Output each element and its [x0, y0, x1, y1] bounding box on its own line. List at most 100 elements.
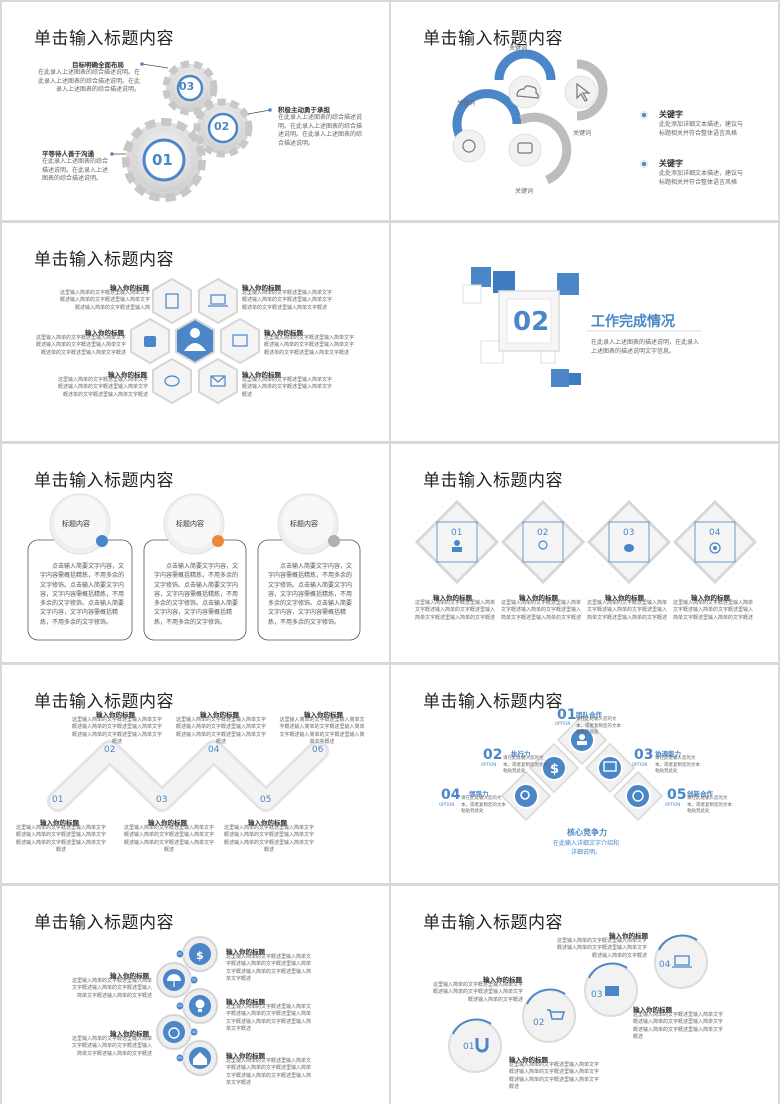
card-title: 标题内容 [176, 520, 204, 528]
card-text: 点击输入简要文字内容，文字内容需概括精炼，不用多余的文字修饰。点击输入简要文字内… [154, 563, 239, 626]
item-desc: 这里输入简单的文字概述里输入简单文字概述输入简单的文字概述里输入简单文字概述输入… [226, 1004, 312, 1032]
slide-title: 单击输入标题内容 [423, 471, 563, 491]
item-heading: 输入你的标题 [248, 819, 287, 827]
gear-number-01: 01 [152, 151, 173, 169]
item-desc: 这里输入简单的文字概述里输入简单文字概述输入简单的文字概述里输入简单文字概述单的… [264, 335, 355, 356]
slide-hexagons[interactable]: 单击输入标题内容 输入你的标题 这里输入简单的文字概述里输入简单文字概述输入简单… [2, 223, 389, 441]
gear-small-icon [162, 60, 218, 116]
step-number: 04 [191, 1029, 196, 1034]
zigzag-number: 02 [104, 745, 116, 755]
item-heading: 输入你的标题 [110, 972, 149, 980]
option-label: OPTION [555, 721, 571, 726]
item-heading: 输入你的标题 [242, 371, 281, 379]
gear-number-03: 03 [179, 80, 195, 93]
item-heading: 输入你的标题 [40, 819, 79, 827]
item-heading: 输入你的标题 [110, 1030, 149, 1038]
card-title: 标题内容 [62, 520, 90, 528]
chat-icon [517, 142, 533, 154]
home-icon [193, 1052, 207, 1065]
step-number: 02 [533, 1018, 545, 1028]
team-icon [577, 734, 587, 745]
point-desc: 此处添加详细文本描述，建议与标题相关并符合整体语言风格 [659, 170, 744, 186]
cursor-icon [576, 82, 591, 102]
android-icon [144, 336, 156, 347]
item-heading: 输入你的标题 [226, 998, 265, 1006]
slide-keyword-rings[interactable]: 单击输入标题内容 关键词 关键词 关键词 关键词 关键字 此处添加详细文本描述，… [391, 2, 778, 220]
option-label: OPTION [481, 762, 497, 767]
slide-zigzag[interactable]: 单击输入标题内容 01 02 03 04 05 06 输入你的标题 这里输入简单… [2, 665, 389, 883]
item-heading: 输入你的标题 [200, 711, 239, 719]
diamond-number: 03 [623, 528, 635, 538]
slide-title: 单击输入标题内容 [423, 29, 563, 49]
option-heading: 团队合作 [576, 711, 602, 719]
cards-graphic [27, 493, 361, 641]
slide-diamonds[interactable]: 单击输入标题内容 01 02 03 04 输入你的标题 这里输入简单的文字概述里… [391, 444, 778, 662]
step-number: 04 [659, 960, 671, 970]
card-text: 点击输入简要文字内容，文字内容需概括精炼，不用多余的文字修饰。点击输入简要文字内… [268, 563, 353, 626]
lightbulb-icon [538, 540, 548, 550]
person-icon [452, 540, 462, 552]
item-desc: 这里输入简单的文字概述里输入简单文字概述输入简单的文字概述里输入简单文字概述输入… [72, 717, 163, 745]
book-icon [232, 334, 248, 347]
option-number: 02 [483, 747, 503, 763]
option-heading: 执行力 [511, 750, 531, 758]
zigzag-graphic [47, 740, 329, 812]
option-desc: 请在此处输入您的文本，或者复制您的文本粘贴到此处 [503, 756, 548, 775]
ascending-circles-graphic [448, 934, 708, 1073]
target-icon [709, 542, 721, 554]
option-heading: 创新合作 [687, 790, 713, 798]
item-desc: 这里输入简单的文字概述里输入简单文字概述输入简单的文字概述里输入简单文字概述输入… [71, 978, 152, 999]
option-label: OPTION [439, 802, 455, 807]
laptop-icon [672, 955, 692, 968]
slide-gears[interactable]: 单击输入标题内容 03 02 01 目标明确全面布局 在此录入上述图表的综合描述… [2, 2, 389, 220]
section-graphic [462, 267, 701, 387]
money-bag-icon: $ [196, 949, 204, 962]
chat-bubble-icon [164, 375, 180, 387]
briefcase-icon [605, 986, 619, 996]
gear-large-icon [122, 118, 206, 202]
item-desc: 这里输入简单的文字概述里输入简单文字概述输入简单的文字概述里输入简单文字概述单的… [242, 290, 333, 311]
slide-ascending-circles[interactable]: 单击输入标题内容 01 02 03 04 输入你的标题 这里输入简单的文字概述里… [391, 886, 778, 1104]
item-desc: 这里输入简单的文字概述里输入简单文字概述输入简单的文字概述里输入简单文字概述输入… [124, 825, 215, 853]
card-title: 标题内容 [290, 520, 318, 528]
item-heading: 输入你的标题 [226, 1052, 265, 1060]
section-number: 02 [513, 307, 550, 337]
slide-section-02[interactable]: 02 工作完成情况 在此录入上述图表的描述说明，在此录入上述图表的描述说明文字信… [391, 223, 778, 441]
item-desc: 这里输入简单的文字概述里输入简单文字概述输入简单的文字概述里输入简单文字概述输入… [633, 1012, 724, 1040]
cloud-icon [516, 85, 539, 99]
item-desc: 这里输入简单的文字概述里输入简单文字概述输入简单的文字概述里输入简单文字概述里输… [587, 600, 668, 621]
item-heading: 输入你的标题 [519, 594, 558, 602]
point-heading: 关键字 [659, 110, 683, 119]
item-desc: 这里输入简单的文字概述里输入简单文字概述输入简单的文字概述里输入简单文字概述输入… [59, 290, 150, 311]
item-desc: 这里输入简单的文字概述里输入简单文字概述输入简单的文字概述里输入简单文字概述里输… [501, 600, 582, 621]
gears-graphic [110, 60, 272, 202]
item-desc: 在此录入上述图表的综合描述说明。在此录入上述图表的综合描述说明。在此录入上述图表… [38, 69, 141, 94]
item-desc: 这里输入简单的文字概述里输入简单文字概述输入简单的文字概述里输入简单文字概述输入… [509, 1062, 600, 1090]
option-number: 03 [634, 747, 654, 763]
option-number: 05 [667, 787, 687, 803]
mail-icon [210, 375, 226, 387]
item-heading: 输入你的标题 [433, 594, 472, 602]
slide-core-competence[interactable]: 单击输入标题内容 $ 01 OPTION 团队合作 请在此处输入您的文本，或者复… [391, 665, 778, 883]
item-heading: 目标明确全面布局 [72, 61, 124, 69]
slide-cards[interactable]: 单击输入标题内容 标题内容 标题内容 标题内容 点击输入简要文字内容，文字内容需… [2, 444, 389, 662]
item-desc: 这里输入简单的文字概述里输入简单文字概述输入简单的文字概述里输入简单文字概述输入… [226, 954, 312, 982]
umbrella-icon [167, 974, 181, 987]
alarm-clock-icon [168, 1027, 180, 1039]
zigzag-number: 06 [312, 745, 324, 755]
item-desc: 在此录入上述图表的综合描述说明。在此录入上述图表的综合描述说明。在此录入上述图表… [278, 114, 363, 148]
item-desc: 这里输入简单的文字概述里输入简单文字概述输入简单的文字概述里输入简单文字概述输入… [556, 938, 647, 959]
laptop-icon [208, 294, 228, 307]
magnifier-icon [520, 790, 530, 800]
item-desc: 这里输入简单的文字概述里输入简单文字概述输入简单的文字概述里输入简单文字概述输入… [279, 717, 365, 745]
keyword-label: 关键词 [515, 188, 534, 195]
shopping-cart-icon [547, 1009, 565, 1020]
item-heading: 输入你的标题 [605, 594, 644, 602]
step-number: 03 [177, 1003, 182, 1008]
step-number: 03 [591, 990, 603, 1000]
presentation-icon [603, 761, 617, 772]
step-number: 05 [177, 1055, 182, 1060]
clock-icon [632, 790, 644, 802]
item-heading: 积极主动勇于承担 [278, 106, 330, 114]
slide-icon-column[interactable]: 单击输入标题内容 $ 01 02 03 04 05 [2, 886, 389, 1104]
